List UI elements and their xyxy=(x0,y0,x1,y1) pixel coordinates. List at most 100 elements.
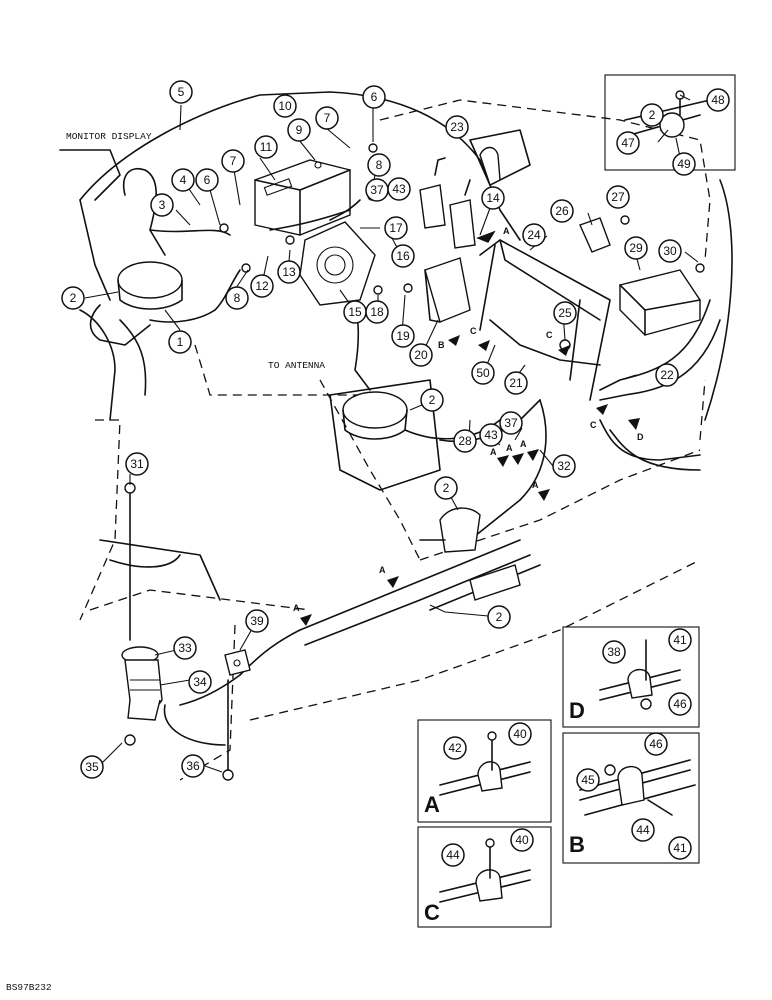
balloon-circle xyxy=(672,152,696,176)
callout-balloon: 8 xyxy=(367,153,391,177)
balloon-number: 2 xyxy=(429,393,436,407)
callout-balloon: 39 xyxy=(245,609,269,633)
balloon-number: 37 xyxy=(504,416,518,430)
callout-balloon: 34 xyxy=(188,670,212,694)
left-joystick xyxy=(89,168,183,346)
callout-balloon: 8 xyxy=(225,286,249,310)
balloon-number: 41 xyxy=(673,841,687,855)
detail-box-c: C xyxy=(417,826,552,928)
balloon-number: 23 xyxy=(450,120,464,134)
balloon-number: 45 xyxy=(581,773,595,787)
monitor-display-label: MONITOR DISPLAY xyxy=(66,131,152,142)
callout-balloon: 33 xyxy=(173,636,197,660)
balloon-circle xyxy=(221,149,245,173)
callout-balloon: 35 xyxy=(80,755,104,779)
balloon-number: 49 xyxy=(677,157,691,171)
callout-balloon: 1 xyxy=(168,330,192,354)
arrow-tag: A xyxy=(506,443,513,453)
to-antenna-label: TO ANTENNA xyxy=(268,360,325,371)
balloon-circle xyxy=(273,94,297,118)
balloon-circle xyxy=(391,244,415,268)
callout-balloon: 6 xyxy=(362,85,386,109)
balloon-number: 14 xyxy=(486,191,500,205)
balloon-number: 44 xyxy=(636,823,650,837)
balloon-number: 38 xyxy=(607,645,621,659)
callout-balloon: 18 xyxy=(365,300,389,324)
balloon-circle xyxy=(487,605,511,629)
balloon-number: 20 xyxy=(414,348,428,362)
callout-balloon: 20 xyxy=(409,343,433,367)
balloon-circle xyxy=(441,843,465,867)
balloon-circle xyxy=(365,300,389,324)
balloon-circle xyxy=(315,106,339,130)
balloon-number: 30 xyxy=(663,244,677,258)
callout-balloon: 48 xyxy=(706,88,730,112)
balloon-circle xyxy=(173,636,197,660)
balloon-number: 35 xyxy=(85,760,99,774)
balloon-number: 37 xyxy=(370,183,384,197)
balloon-circle xyxy=(287,118,311,142)
balloon-number: 22 xyxy=(660,368,674,382)
callout-balloon: 37 xyxy=(365,178,389,202)
arrow-tag: A xyxy=(293,603,300,613)
balloon-circle xyxy=(150,193,174,217)
balloon-circle xyxy=(168,330,192,354)
balloon-circle xyxy=(668,836,692,860)
detail-47-49 xyxy=(604,74,736,421)
arrow-tag: A xyxy=(503,226,510,236)
balloon-circle xyxy=(387,177,411,201)
callout-balloon: 30 xyxy=(658,239,682,263)
balloon-circle xyxy=(471,361,495,385)
balloon-circle xyxy=(640,103,664,127)
arrow-tag: A xyxy=(520,439,527,449)
balloon-number: 29 xyxy=(629,241,643,255)
callout-balloon: 25 xyxy=(553,301,577,325)
balloon-number: 4 xyxy=(180,173,187,187)
horn-33-34 xyxy=(121,646,163,721)
balloon-number: 13 xyxy=(282,265,296,279)
callout-balloon: 13 xyxy=(277,260,301,284)
balloon-circle xyxy=(658,239,682,263)
balloon-circle xyxy=(606,185,630,209)
balloon-number: 2 xyxy=(496,610,503,624)
balloon-number: 48 xyxy=(711,93,725,107)
callout-balloon: 2 xyxy=(61,286,85,310)
callout-balloon: 43 xyxy=(387,177,411,201)
balloon-circle xyxy=(195,168,219,192)
callout-balloon: 32 xyxy=(552,454,576,478)
callout-balloon: 2 xyxy=(487,605,511,629)
balloon-number: 1 xyxy=(177,335,184,349)
balloon-circle xyxy=(169,80,193,104)
callout-balloon: 6 xyxy=(195,168,219,192)
balloon-number: 6 xyxy=(371,90,378,104)
balloon-circle xyxy=(522,223,546,247)
balloon-circle xyxy=(510,828,534,852)
balloon-circle xyxy=(499,411,523,435)
balloon-circle xyxy=(668,628,692,652)
detail-letter: B xyxy=(569,832,585,857)
balloon-circle xyxy=(61,286,85,310)
callout-balloon: 19 xyxy=(391,324,415,348)
arrow-tag: A xyxy=(490,447,497,457)
balloon-number: 19 xyxy=(396,329,410,343)
balloon-circle xyxy=(391,324,415,348)
balloon-number: 21 xyxy=(509,376,523,390)
controller-29 xyxy=(619,269,701,336)
balloon-circle xyxy=(624,236,648,260)
bracket-24 xyxy=(479,239,611,401)
balloon-circle xyxy=(479,423,503,447)
balloon-number: 42 xyxy=(448,741,462,755)
balloon-number: 2 xyxy=(443,481,450,495)
balloon-circle xyxy=(384,216,408,240)
balloon-circle xyxy=(171,168,195,192)
callout-balloon: 17 xyxy=(384,216,408,240)
detail-letter: C xyxy=(424,900,440,925)
arrow-tag: A xyxy=(532,480,539,490)
balloon-number: 36 xyxy=(186,759,200,773)
balloon-circle xyxy=(225,286,249,310)
balloon-circle xyxy=(668,692,692,716)
balloon-number: 34 xyxy=(193,675,207,689)
callout-balloon: 41 xyxy=(668,628,692,652)
balloon-number: 33 xyxy=(178,641,192,655)
callout-balloon: 43 xyxy=(479,423,503,447)
